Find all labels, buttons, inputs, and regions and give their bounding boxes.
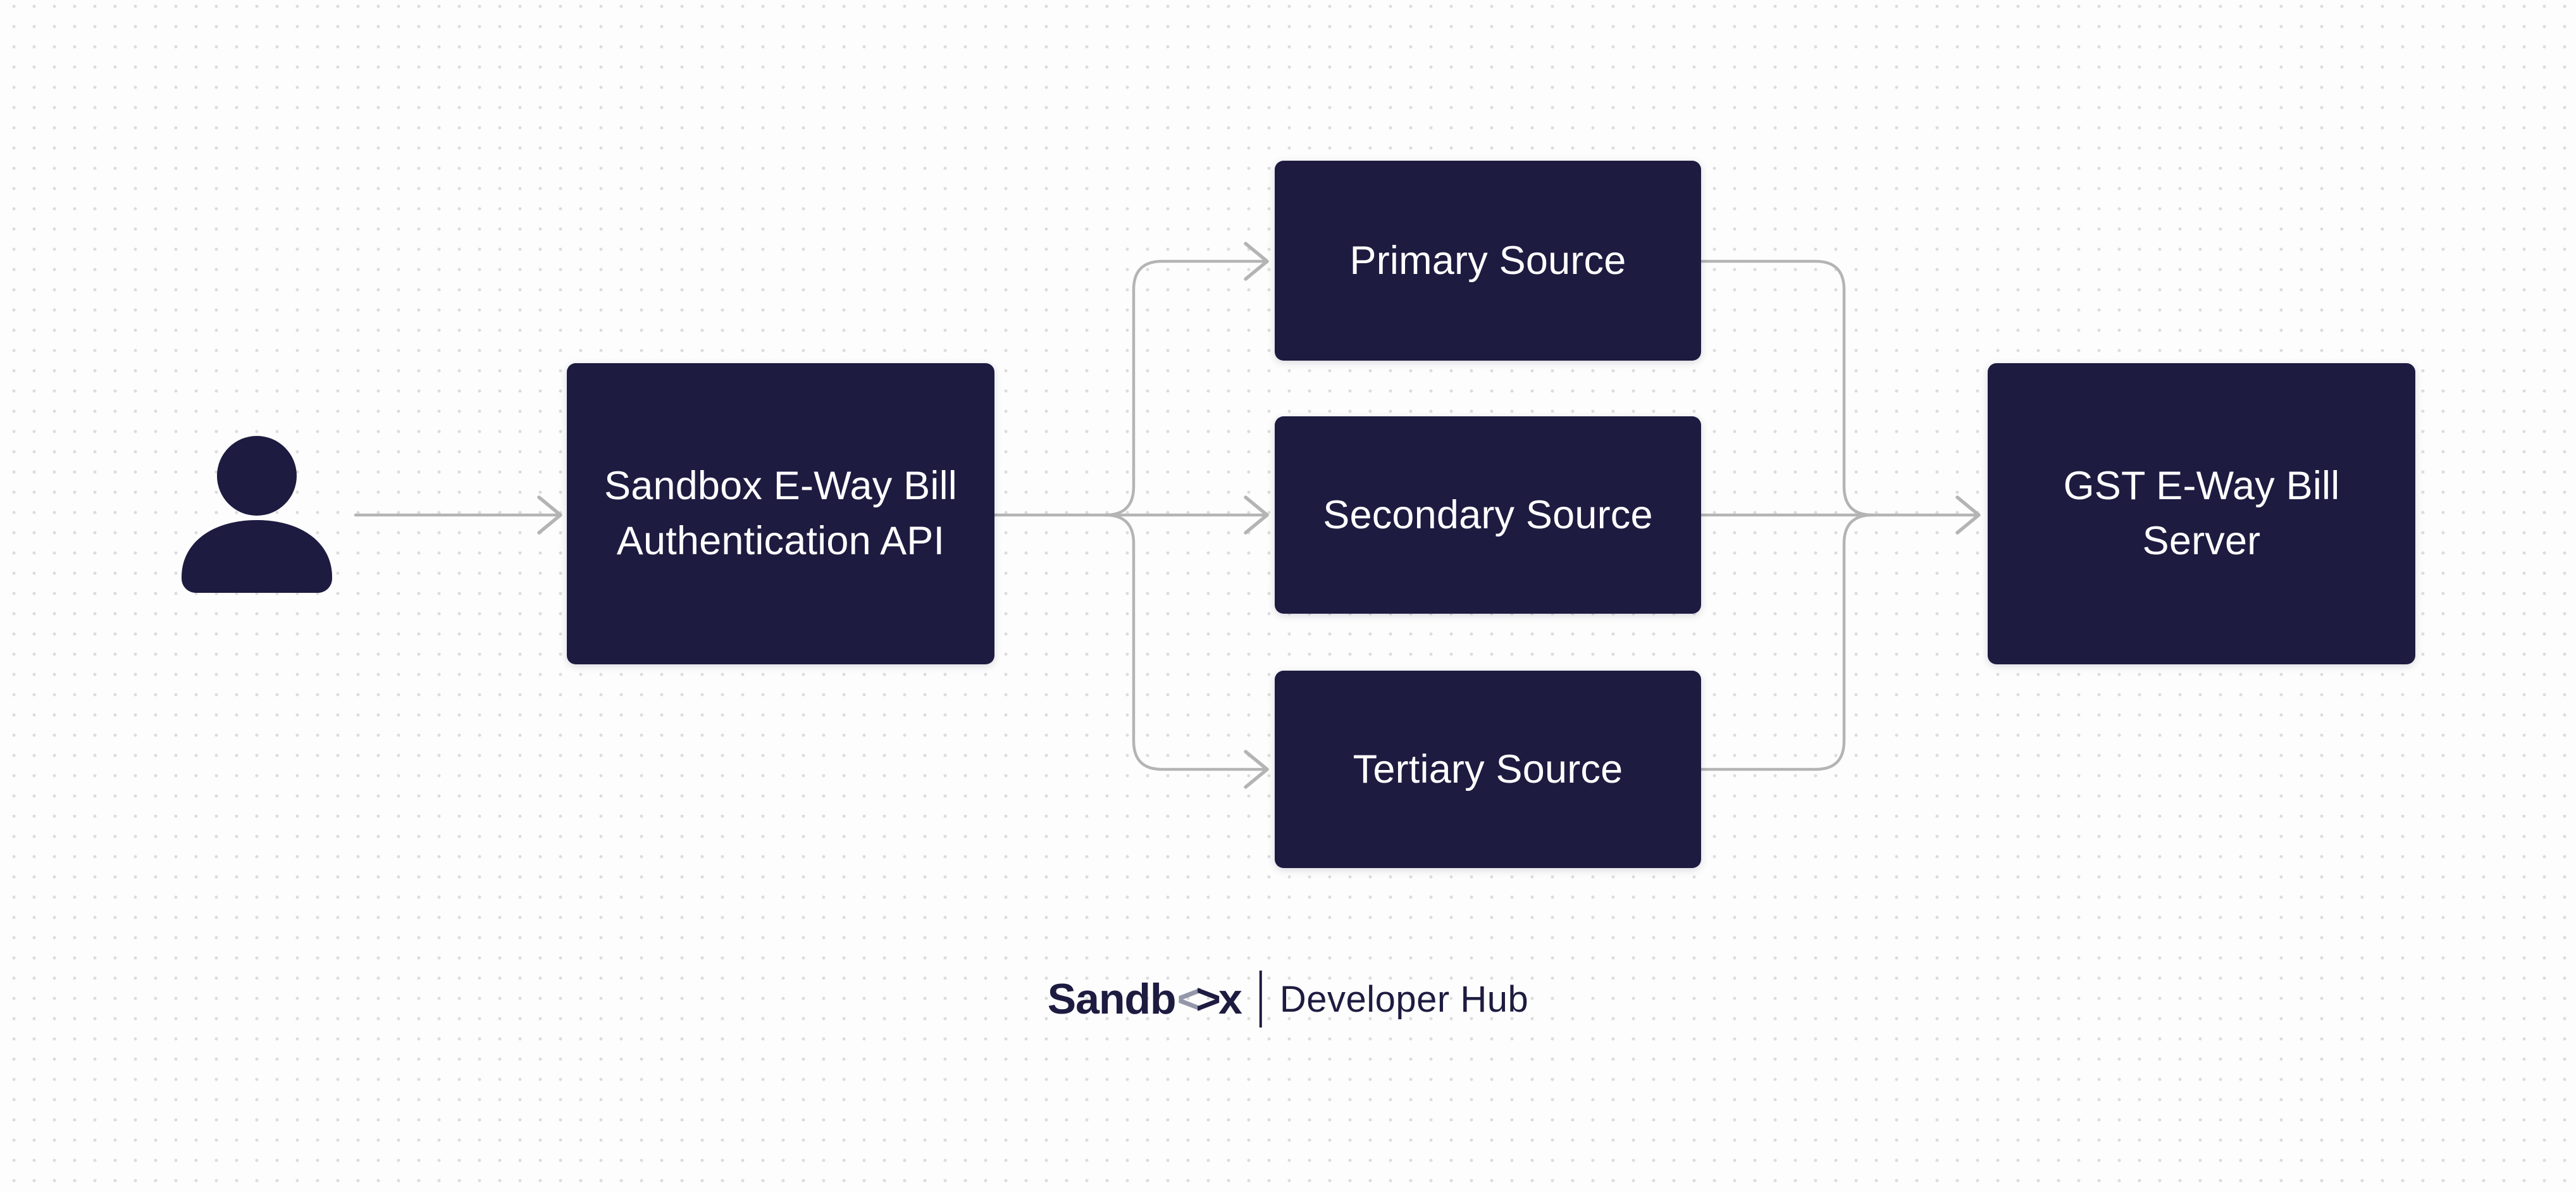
sandbox-wordmark: Sandb < > x: [1048, 974, 1242, 1024]
node-auth-api-label-line1: Sandbox E-Way Bill: [604, 464, 957, 509]
developer-hub-label: Developer Hub: [1279, 978, 1529, 1020]
sandbox-logo: Sandb < > x Developer Hub: [1048, 971, 1528, 1027]
node-secondary-source-label: Secondary Source: [1323, 492, 1653, 537]
code-bracket-right-icon: >: [1196, 975, 1221, 1023]
node-tertiary-source: Tertiary Source: [1275, 671, 1701, 868]
node-primary-source: Primary Source: [1275, 161, 1701, 361]
connector-tertiary-to-merge: [1699, 513, 1874, 771]
connector-auth-to-primary: [1103, 259, 1268, 517]
node-auth-api-label-line2: Authentication API: [616, 519, 945, 563]
node-primary-source-label: Primary Source: [1349, 238, 1626, 283]
arrowhead-tertiary: [1244, 750, 1269, 789]
arrowhead-auth: [537, 495, 562, 535]
node-gst-server-label-line2: Server: [2142, 519, 2261, 563]
sandbox-wordmark-text: Sandb: [1047, 975, 1177, 1023]
sandbox-wordmark-text-end: x: [1218, 975, 1242, 1023]
node-gst-server-label-line1: GST E-Way Bill: [2063, 464, 2340, 509]
arrowhead-secondary: [1244, 495, 1269, 535]
user-icon: [182, 436, 332, 593]
node-gst-server: GST E-Way Bill Server: [1988, 363, 2415, 664]
code-bracket-left-icon: <: [1177, 975, 1203, 1023]
connector-primary-to-merge: [1699, 259, 1874, 517]
connector-auth-to-tertiary: [1103, 513, 1268, 771]
node-secondary-source: Secondary Source: [1275, 416, 1701, 614]
node-tertiary-source-label: Tertiary Source: [1353, 747, 1623, 792]
arrowhead-gst: [1955, 495, 1981, 535]
arrowhead-primary: [1244, 242, 1269, 281]
node-auth-api: Sandbox E-Way Bill Authentication API: [567, 363, 994, 664]
logo-divider: [1259, 971, 1262, 1027]
